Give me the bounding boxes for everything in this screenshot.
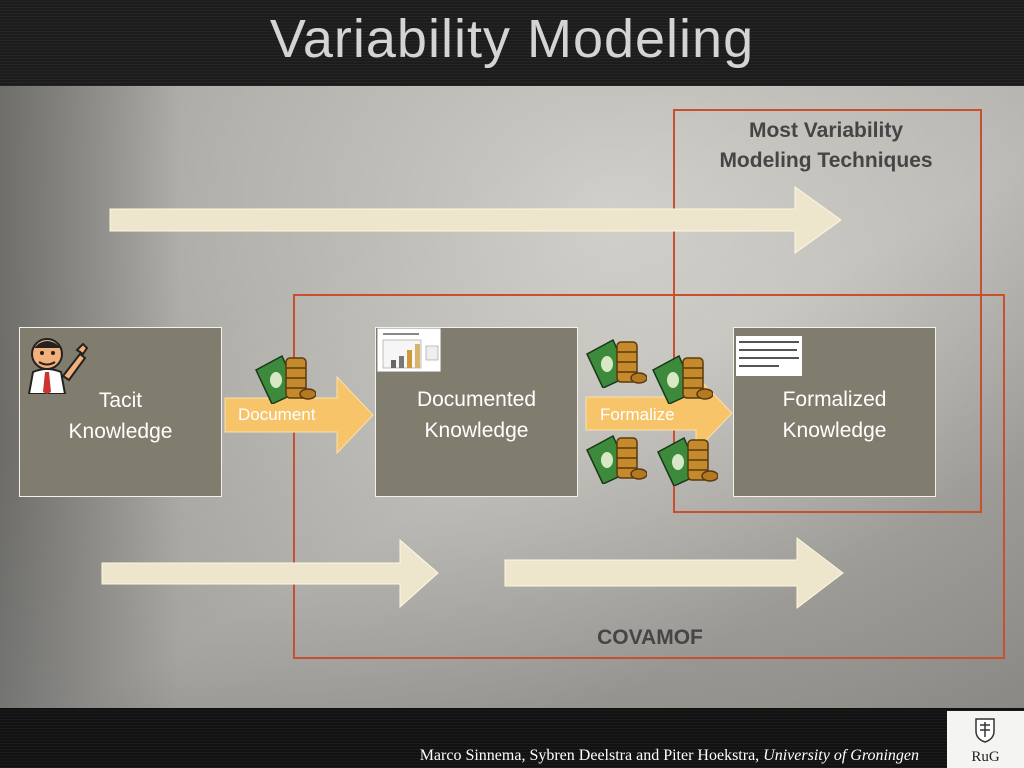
region-most-techniques [673,109,982,513]
university-logo: RuG [947,711,1024,768]
money-icon [255,354,316,404]
businessman-clipart [27,338,89,394]
slide-title: Variability Modeling [269,9,755,69]
region-covamof-label: COVAMOF [597,626,703,649]
wide-arrow-bottom-right [504,536,844,610]
wide-arrow-bottom-left [101,538,439,609]
crest-icon [975,718,995,743]
footer-bar: Marco Sinnema, Sybren Deelstra and Piter… [0,708,1024,768]
money-icon [586,338,647,388]
step-label-formalize: Formalize [600,405,675,424]
money-icon [657,436,718,486]
logo-text: RuG [971,749,1000,765]
step-label-document: Document [238,405,316,424]
wide-arrow-top [109,186,842,254]
region-most-techniques-label: Most Variability Modeling Techniques [719,119,933,172]
title-bar: Variability Modeling [0,0,1024,86]
spreadsheet-clipart [736,336,802,376]
step-arrow-document [224,375,374,455]
money-icon [652,354,713,404]
footer-credit: Marco Sinnema, Sybren Deelstra and Piter… [419,747,919,764]
region-covamof [293,294,1005,659]
money-icon [586,434,647,484]
report-chart-clipart [377,328,441,372]
